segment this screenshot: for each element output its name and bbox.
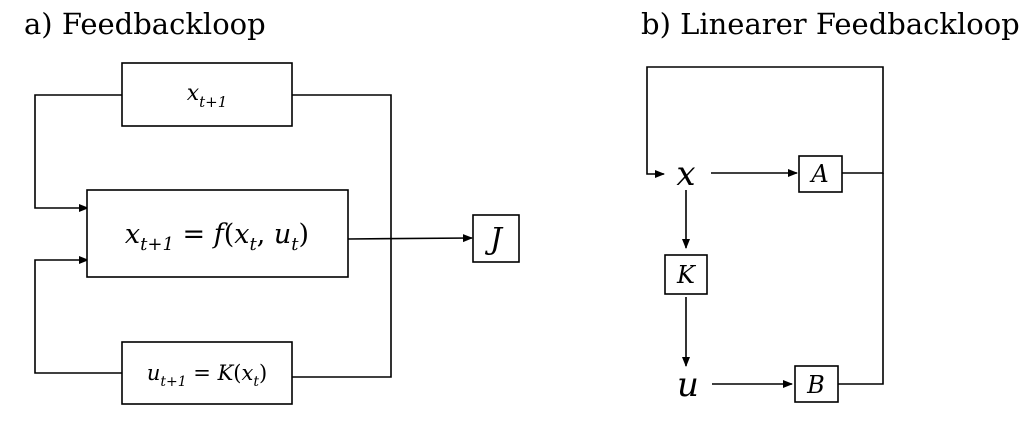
dynamics-equation: xt+1 = f(xt, ut) — [125, 219, 309, 255]
policy-box: ut+1 = K(xt) — [121, 341, 293, 405]
policy-equation: ut+1 = K(xt) — [147, 361, 267, 390]
next-state-label: xt+1 — [187, 81, 228, 111]
cost-box: J — [472, 214, 520, 263]
node-x: x — [676, 154, 695, 194]
wire-feedback-bus — [292, 94, 392, 378]
wire-policy-to-dynamics — [34, 256, 122, 374]
dynamics-box: xt+1 = f(xt, ut) — [86, 189, 349, 278]
wire-feedback-top — [646, 66, 884, 178]
box-A: A — [798, 155, 843, 193]
panel-a: a) Feedbackloop xt+1 xt+1 = f(xt, ut) ut… — [24, 7, 520, 405]
box-B-label: B — [806, 371, 825, 399]
panel-b: b) Linearer Feedbackloop x A K u B — [641, 7, 1020, 405]
wire-dynamics-to-cost — [347, 234, 473, 243]
panel-a-title: a) Feedbackloop — [24, 7, 266, 41]
next-state-box: xt+1 — [121, 62, 293, 127]
wire-next-state-to-dynamics — [34, 94, 122, 212]
box-B: B — [794, 365, 839, 403]
box-K-label: K — [676, 261, 697, 289]
node-u: u — [677, 365, 699, 405]
wire-feedback-bottom — [838, 173, 884, 385]
box-A-label: A — [809, 160, 828, 188]
panel-b-title: b) Linearer Feedbackloop — [641, 7, 1020, 41]
box-K: K — [664, 254, 708, 295]
